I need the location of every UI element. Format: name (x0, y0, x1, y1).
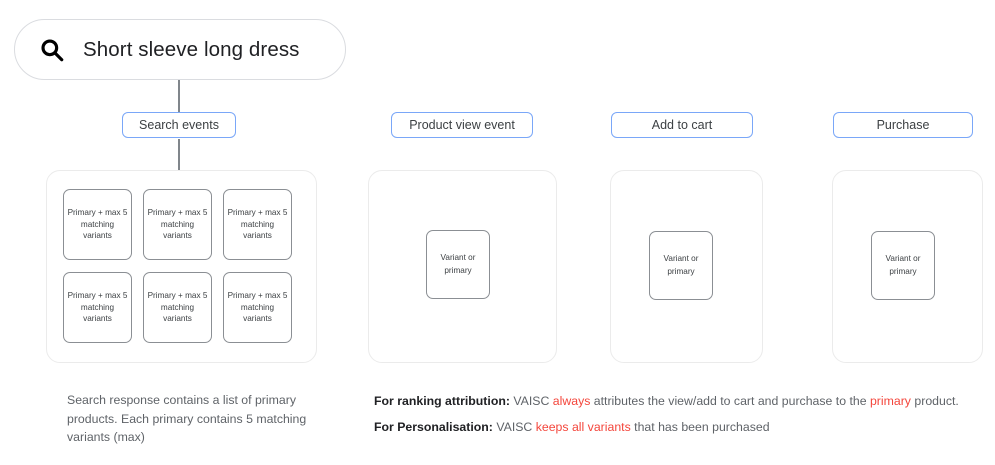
primary-product-card[interactable]: Primary + max 5 matching variants (63, 189, 132, 260)
variant-or-primary-card-label: Variant or primary (663, 254, 699, 276)
panel-search-results: Primary + max 5 matching variants Primar… (46, 170, 317, 363)
primary-product-card[interactable]: Primary + max 5 matching variants (223, 272, 292, 343)
primary-product-card-label: Primary + max 5 matching variants (227, 290, 288, 324)
caption-ranking-text-3: product. (910, 394, 959, 408)
panel-product-view (368, 170, 557, 363)
caption-ranking-text-1: VAISC (509, 394, 553, 408)
variant-or-primary-card-label: Variant or primary (440, 253, 476, 275)
variant-or-primary-card[interactable]: Variant or primary (649, 231, 713, 300)
primary-product-card-label: Primary + max 5 matching variants (67, 290, 128, 324)
caption-ranking-text-2: attributes the view/add to cart and purc… (590, 394, 870, 408)
primary-product-grid: Primary + max 5 matching variants Primar… (63, 189, 292, 343)
primary-product-card-label: Primary + max 5 matching variants (147, 207, 208, 241)
caption-ranking-attribution: For ranking attribution: VAISC always at… (374, 392, 989, 411)
primary-product-card[interactable]: Primary + max 5 matching variants (63, 272, 132, 343)
search-icon (41, 38, 64, 61)
connector-line-search-to-chip (178, 80, 180, 112)
connector-line-chip-to-panel (178, 139, 180, 170)
chip-product-view-event-label: Product view event (409, 118, 515, 132)
chip-add-to-cart-label: Add to cart (651, 118, 713, 132)
chip-purchase[interactable]: Purchase (833, 112, 973, 138)
caption-ranking-label: For ranking attribution: (374, 394, 510, 408)
primary-product-card[interactable]: Primary + max 5 matching variants (223, 189, 292, 260)
variant-or-primary-card[interactable]: Variant or primary (426, 230, 490, 299)
chip-search-events-label: Search events (139, 118, 219, 132)
chip-purchase-label: Purchase (876, 118, 930, 132)
caption-ranking-highlight-always: always (552, 394, 591, 408)
search-query-text: Short sleeve long dress (83, 37, 300, 61)
caption-personalisation-text-1: VAISC (492, 420, 536, 435)
chip-search-events[interactable]: Search events (122, 112, 236, 138)
primary-product-card-label: Primary + max 5 matching variants (227, 207, 288, 241)
chip-add-to-cart[interactable]: Add to cart (611, 112, 753, 138)
chip-product-view-event[interactable]: Product view event (391, 112, 533, 138)
search-bar[interactable]: Short sleeve long dress (14, 19, 346, 80)
caption-search-response: Search response contains a list of prima… (67, 393, 307, 445)
variant-or-primary-card[interactable]: Variant or primary (871, 231, 935, 300)
caption-attribution-notes: For ranking attribution: VAISC always at… (374, 392, 989, 437)
caption-personalisation: For Personalisation: VAISC keeps all var… (374, 418, 989, 437)
variant-or-primary-card-label: Variant or primary (885, 254, 921, 276)
primary-product-card[interactable]: Primary + max 5 matching variants (143, 189, 212, 260)
caption-personalisation-text-2: that has been purchased (630, 420, 770, 435)
caption-ranking-highlight-primary: primary (869, 394, 911, 408)
primary-product-card[interactable]: Primary + max 5 matching variants (143, 272, 212, 343)
caption-personalisation-highlight: keeps all variants (535, 420, 631, 435)
primary-product-card-label: Primary + max 5 matching variants (147, 290, 208, 324)
caption-personalisation-label: For Personalisation: (374, 420, 493, 435)
primary-product-card-label: Primary + max 5 matching variants (67, 207, 128, 241)
